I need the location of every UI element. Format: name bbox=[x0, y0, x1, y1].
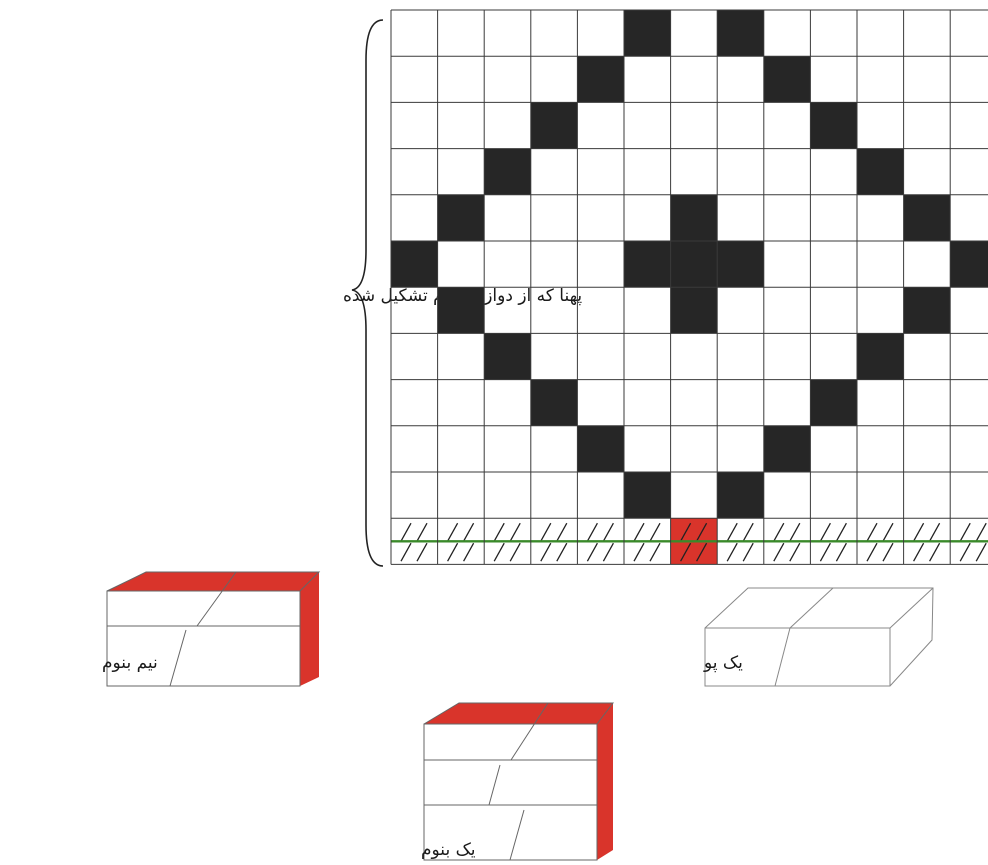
warp-mark bbox=[634, 523, 644, 541]
filled-cell bbox=[671, 195, 718, 241]
filled-cell bbox=[624, 241, 671, 287]
warp-mark bbox=[494, 523, 504, 541]
warp-mark bbox=[774, 523, 784, 541]
warp-mark bbox=[510, 543, 520, 561]
warp-mark bbox=[650, 543, 660, 561]
filled-cell bbox=[531, 102, 578, 148]
warp-mark bbox=[867, 543, 877, 561]
filled-cell bbox=[671, 287, 718, 333]
warp-mark bbox=[634, 543, 644, 561]
filled-cell bbox=[717, 241, 764, 287]
warp-mark bbox=[883, 543, 893, 561]
brick-side-highlight bbox=[300, 572, 319, 686]
warp-mark bbox=[976, 543, 986, 561]
one-bonum-brick bbox=[424, 703, 613, 860]
warp-mark bbox=[790, 523, 800, 541]
warp-mark bbox=[820, 523, 830, 541]
filled-cell bbox=[717, 472, 764, 518]
warp-mark bbox=[836, 543, 846, 561]
one-bonum-label: یک بنوم bbox=[421, 840, 476, 860]
warp-mark bbox=[930, 523, 940, 541]
warp-mark bbox=[587, 523, 597, 541]
filled-cell bbox=[624, 472, 671, 518]
filled-cell bbox=[857, 149, 904, 195]
warp-mark bbox=[960, 543, 970, 561]
one-pu-label: یک پو bbox=[703, 653, 743, 673]
filled-cell bbox=[577, 426, 624, 472]
warp-mark bbox=[557, 543, 567, 561]
filled-cell bbox=[764, 426, 811, 472]
warp-mark bbox=[417, 543, 427, 561]
filled-cell bbox=[531, 380, 578, 426]
half-bonum-label: نیم بنوم bbox=[102, 653, 158, 673]
warp-mark bbox=[417, 523, 427, 541]
filled-cell bbox=[904, 287, 951, 333]
warp-mark bbox=[650, 523, 660, 541]
filled-cell bbox=[810, 380, 857, 426]
warp-mark bbox=[976, 523, 986, 541]
warp-mark bbox=[836, 523, 846, 541]
warp-mark bbox=[930, 543, 940, 561]
pattern-grid bbox=[391, 10, 988, 564]
warp-mark bbox=[774, 543, 784, 561]
warp-mark bbox=[743, 523, 753, 541]
filled-cell bbox=[857, 333, 904, 379]
warp-mark bbox=[603, 523, 613, 541]
warp-mark bbox=[960, 523, 970, 541]
filled-cell bbox=[577, 56, 624, 102]
warp-mark bbox=[727, 523, 737, 541]
filled-cell bbox=[624, 10, 671, 56]
warp-mark bbox=[727, 543, 737, 561]
filled-cell bbox=[484, 333, 531, 379]
filled-cell bbox=[671, 241, 718, 287]
filled-cell bbox=[950, 241, 988, 287]
warp-mark bbox=[743, 543, 753, 561]
warp-mark bbox=[820, 543, 830, 561]
warp-mark bbox=[557, 523, 567, 541]
warp-mark bbox=[883, 523, 893, 541]
warp-mark bbox=[448, 523, 458, 541]
filled-cell bbox=[764, 56, 811, 102]
warp-mark bbox=[790, 543, 800, 561]
brick-top-highlight bbox=[107, 572, 319, 591]
warp-mark bbox=[464, 523, 474, 541]
brick-top-highlight bbox=[424, 703, 613, 724]
brick-side-highlight bbox=[597, 703, 613, 860]
base-row bbox=[391, 518, 988, 564]
warp-mark bbox=[541, 543, 551, 561]
filled-cell bbox=[438, 287, 485, 333]
warp-mark bbox=[914, 543, 924, 561]
filled-cell bbox=[904, 195, 951, 241]
warp-mark bbox=[494, 543, 504, 561]
warp-mark bbox=[587, 543, 597, 561]
filled-cell bbox=[484, 149, 531, 195]
filled-cell bbox=[391, 241, 438, 287]
warp-mark bbox=[464, 543, 474, 561]
warp-mark bbox=[603, 543, 613, 561]
filled-cell bbox=[438, 195, 485, 241]
warp-mark bbox=[867, 523, 877, 541]
warp-mark bbox=[541, 523, 551, 541]
filled-cell bbox=[717, 10, 764, 56]
warp-mark bbox=[914, 523, 924, 541]
warp-mark bbox=[448, 543, 458, 561]
warp-mark bbox=[510, 523, 520, 541]
warp-mark bbox=[401, 543, 411, 561]
warp-mark bbox=[401, 523, 411, 541]
filled-cell bbox=[810, 102, 857, 148]
